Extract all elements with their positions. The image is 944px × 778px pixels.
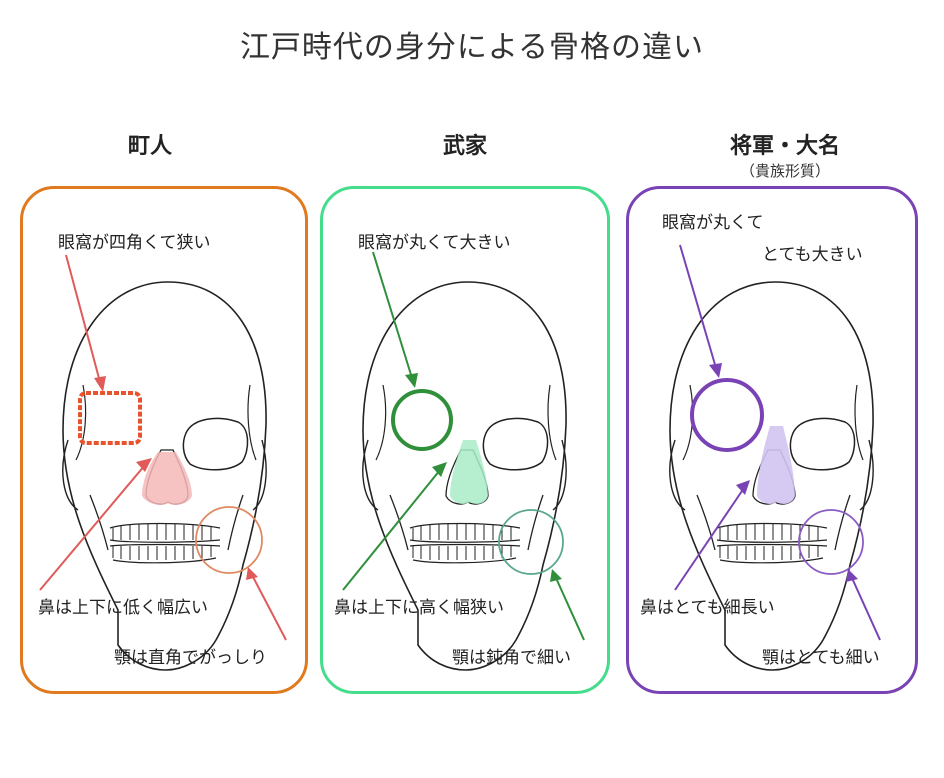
- samurai-eye-label: 眼窩が丸くて大きい: [358, 233, 511, 253]
- townsman-nose-label: 鼻は上下に低く幅広い: [38, 598, 208, 618]
- townsman-jaw-label: 顎は直角でがっしり: [114, 648, 267, 668]
- shogun-eye-label-line2: とても大きい: [762, 245, 863, 265]
- shogun-eye-label-line1: 眼窩が丸くて: [662, 213, 764, 233]
- heading-townsman: 町人: [127, 134, 172, 159]
- panel-shogun: [626, 186, 918, 694]
- heading-shogun: 将軍・大名: [729, 134, 840, 159]
- heading-samurai: 武家: [442, 134, 487, 159]
- subheading-shogun: （貴族形質）: [739, 162, 830, 180]
- page-title: 江戸時代の身分による骨格の違い: [239, 30, 705, 65]
- shogun-nose-label: 鼻はとても細長い: [640, 598, 775, 618]
- panel-townsman: [20, 186, 308, 694]
- samurai-nose-label: 鼻は上下に高く幅狭い: [334, 598, 504, 618]
- shogun-jaw-label: 顎はとても細い: [762, 648, 880, 668]
- townsman-eye-label: 眼窩が四角くて狭い: [58, 233, 211, 253]
- samurai-jaw-label: 顎は鈍角で細い: [452, 648, 571, 668]
- panel-samurai: [320, 186, 610, 694]
